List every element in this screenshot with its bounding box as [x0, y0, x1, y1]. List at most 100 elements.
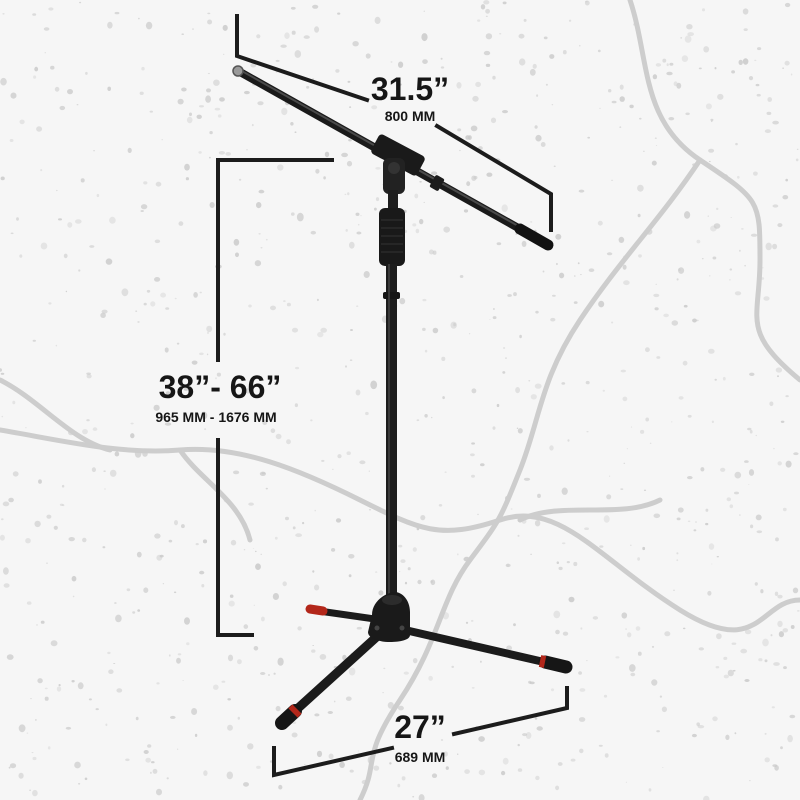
- texture-speck: [766, 111, 772, 115]
- texture-speck: [716, 556, 719, 558]
- texture-speck: [666, 63, 669, 67]
- texture-speck: [738, 59, 743, 65]
- texture-speck: [100, 312, 106, 318]
- texture-speck: [515, 387, 520, 394]
- texture-speck: [645, 347, 650, 353]
- texture-speck: [678, 267, 685, 274]
- texture-speck: [135, 310, 138, 312]
- main-pole: [386, 264, 397, 604]
- texture-speck: [368, 509, 372, 511]
- texture-speck: [708, 543, 715, 550]
- texture-speck: [199, 352, 204, 356]
- texture-speck: [375, 197, 380, 202]
- texture-speck: [168, 539, 173, 543]
- texture-speck: [485, 33, 493, 40]
- texture-speck: [742, 8, 749, 15]
- texture-speck: [423, 201, 425, 203]
- texture-speck: [566, 561, 570, 564]
- texture-speck: [499, 33, 502, 35]
- texture-speck: [324, 151, 330, 158]
- texture-speck: [177, 653, 182, 656]
- texture-speck: [67, 89, 73, 95]
- texture-speck: [580, 274, 582, 276]
- texture-speck: [250, 63, 257, 68]
- height-bracket-top: [216, 158, 334, 362]
- texture-speck: [137, 609, 141, 612]
- texture-speck: [403, 671, 409, 675]
- texture-speck: [528, 680, 532, 684]
- texture-speck: [712, 716, 718, 722]
- texture-speck: [335, 518, 342, 523]
- texture-speck: [525, 732, 532, 739]
- texture-speck: [635, 626, 641, 631]
- texture-speck: [378, 590, 384, 596]
- boom-length-mm-label: 800 MM: [385, 108, 436, 124]
- texture-speck: [79, 1, 82, 4]
- texture-speck: [562, 50, 567, 55]
- texture-speck: [466, 181, 471, 187]
- texture-speck: [105, 723, 108, 727]
- texture-speck: [744, 264, 746, 267]
- texture-speck: [320, 327, 328, 333]
- texture-speck: [513, 292, 517, 297]
- texture-speck: [350, 329, 353, 331]
- texture-speck: [655, 283, 657, 285]
- texture-speck: [255, 550, 257, 553]
- texture-speck: [107, 86, 111, 92]
- texture-speck: [184, 617, 190, 625]
- texture-speck: [430, 580, 433, 583]
- texture-speck: [775, 537, 779, 542]
- texture-speck: [91, 467, 96, 473]
- texture-speck: [579, 748, 584, 754]
- texture-speck: [207, 331, 209, 335]
- texture-speck: [492, 75, 496, 80]
- texture-speck: [130, 422, 134, 425]
- texture-speck: [651, 645, 655, 648]
- texture-speck: [530, 394, 537, 400]
- texture-speck: [535, 134, 542, 142]
- texture-speck: [443, 226, 451, 233]
- texture-speck: [789, 714, 796, 719]
- texture-speck: [796, 610, 800, 612]
- texture-speck: [78, 269, 81, 272]
- texture-speck: [275, 705, 281, 712]
- base-width-mm-label: 689 MM: [395, 749, 446, 765]
- texture-speck: [346, 160, 353, 167]
- texture-speck: [285, 516, 289, 521]
- texture-speck: [181, 33, 184, 35]
- texture-speck: [286, 439, 291, 445]
- texture-speck: [357, 223, 360, 226]
- texture-speck: [138, 17, 140, 20]
- texture-speck: [419, 218, 424, 225]
- texture-speck: [243, 624, 249, 629]
- texture-speck: [619, 126, 622, 128]
- texture-speck: [10, 92, 17, 99]
- texture-speck: [711, 420, 715, 424]
- texture-speck: [755, 434, 757, 437]
- texture-speck: [703, 795, 710, 800]
- texture-speck: [397, 83, 402, 86]
- texture-speck: [156, 682, 160, 685]
- texture-speck: [126, 588, 131, 592]
- texture-speck: [114, 602, 117, 604]
- texture-speck: [50, 65, 55, 70]
- texture-speck: [709, 275, 711, 277]
- texture-speck: [723, 656, 728, 661]
- texture-speck: [774, 591, 779, 596]
- texture-speck: [86, 372, 91, 375]
- texture-speck: [485, 8, 490, 14]
- texture-speck: [592, 616, 599, 620]
- texture-speck: [651, 160, 657, 166]
- texture-speck: [46, 562, 48, 564]
- texture-speck: [457, 753, 459, 755]
- texture-speck: [567, 439, 570, 442]
- dimension-brackets: [216, 14, 569, 778]
- texture-speck: [345, 696, 352, 701]
- texture-speck: [618, 236, 625, 243]
- texture-speck: [252, 548, 255, 549]
- texture-speck: [419, 181, 422, 183]
- texture-speck: [193, 292, 198, 298]
- texture-speck: [723, 674, 729, 679]
- texture-speck: [277, 657, 284, 666]
- texture-speck: [639, 117, 642, 120]
